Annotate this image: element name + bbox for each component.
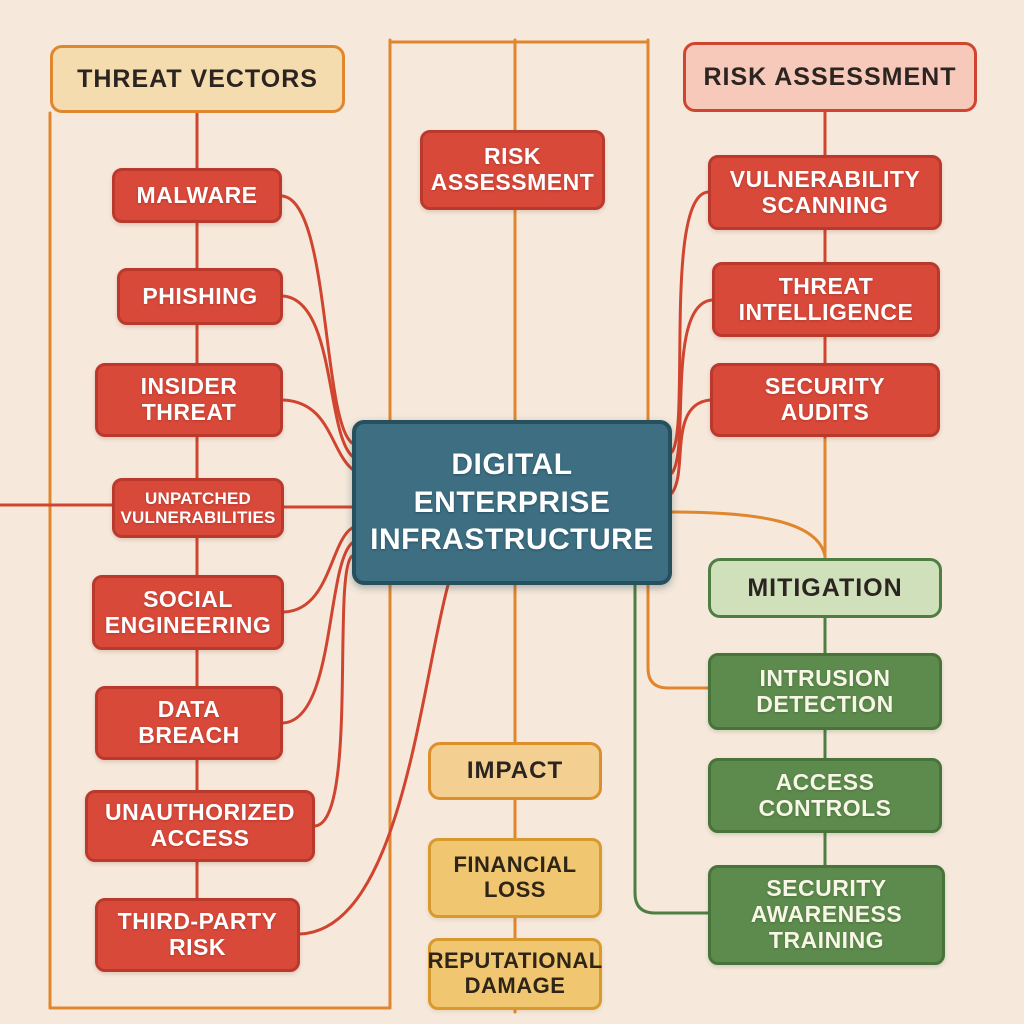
audits-connector	[670, 398, 712, 495]
center-to-mitigation-curve	[670, 510, 827, 558]
mitigation-node-intrusion-detection: INTRUSION DETECTION	[708, 653, 942, 730]
threat-node-social-engineering: SOCIAL ENGINEERING	[92, 575, 284, 650]
social-connector	[282, 526, 354, 614]
unauthorized-connector	[313, 554, 354, 828]
impact-node-financial-loss: FINANCIAL LOSS	[428, 838, 602, 918]
malware-connector	[280, 194, 354, 445]
risk-node-threat-intelligence: THREAT INTELLIGENCE	[712, 262, 940, 337]
node-risk-assessment: RISK ASSESSMENT	[420, 130, 605, 210]
threat-node-phishing: PHISHING	[117, 268, 283, 325]
threat-intel-connector	[670, 298, 714, 475]
mitigation-node-access-controls: ACCESS CONTROLS	[708, 758, 942, 833]
insider-connector	[281, 398, 354, 471]
threat-node-unpatched-vulnerabilities: UNPATCHED VULNERABILITIES	[112, 478, 284, 538]
threat-node-unauthorized-access: UNAUTHORIZED ACCESS	[85, 790, 315, 862]
threat-node-malware: MALWARE	[112, 168, 282, 223]
threat-vectors-header: THREAT VECTORS	[50, 45, 345, 113]
awareness-connector	[633, 583, 710, 915]
risk-node-vulnerability-scanning: VULNERABILITY SCANNING	[708, 155, 942, 230]
right-elbow-line	[646, 38, 710, 690]
breach-connector	[281, 541, 354, 725]
phishing-connector	[281, 294, 354, 458]
risk-assessment-header: RISK ASSESSMENT	[683, 42, 977, 112]
vuln-scan-connector	[670, 190, 710, 454]
mitigation-node-security-awareness-training: SECURITY AWARENESS TRAINING	[708, 865, 945, 965]
impact-node-reputational-damage: REPUTATIONAL DAMAGE	[428, 938, 602, 1010]
impact-header: IMPACT	[428, 742, 602, 800]
risk-node-security-audits: SECURITY AUDITS	[710, 363, 940, 437]
mitigation-header: MITIGATION	[708, 558, 942, 618]
threat-node-third-party-risk: THIRD-PARTY RISK	[95, 898, 300, 972]
threat-node-data-breach: DATA BREACH	[95, 686, 283, 760]
center-node-digital-enterprise-infrastructure: DIGITAL ENTERPRISE INFRASTRUCTURE	[352, 420, 672, 585]
thirdparty-connector	[298, 583, 450, 936]
threat-node-insider-threat: INSIDER THREAT	[95, 363, 283, 437]
